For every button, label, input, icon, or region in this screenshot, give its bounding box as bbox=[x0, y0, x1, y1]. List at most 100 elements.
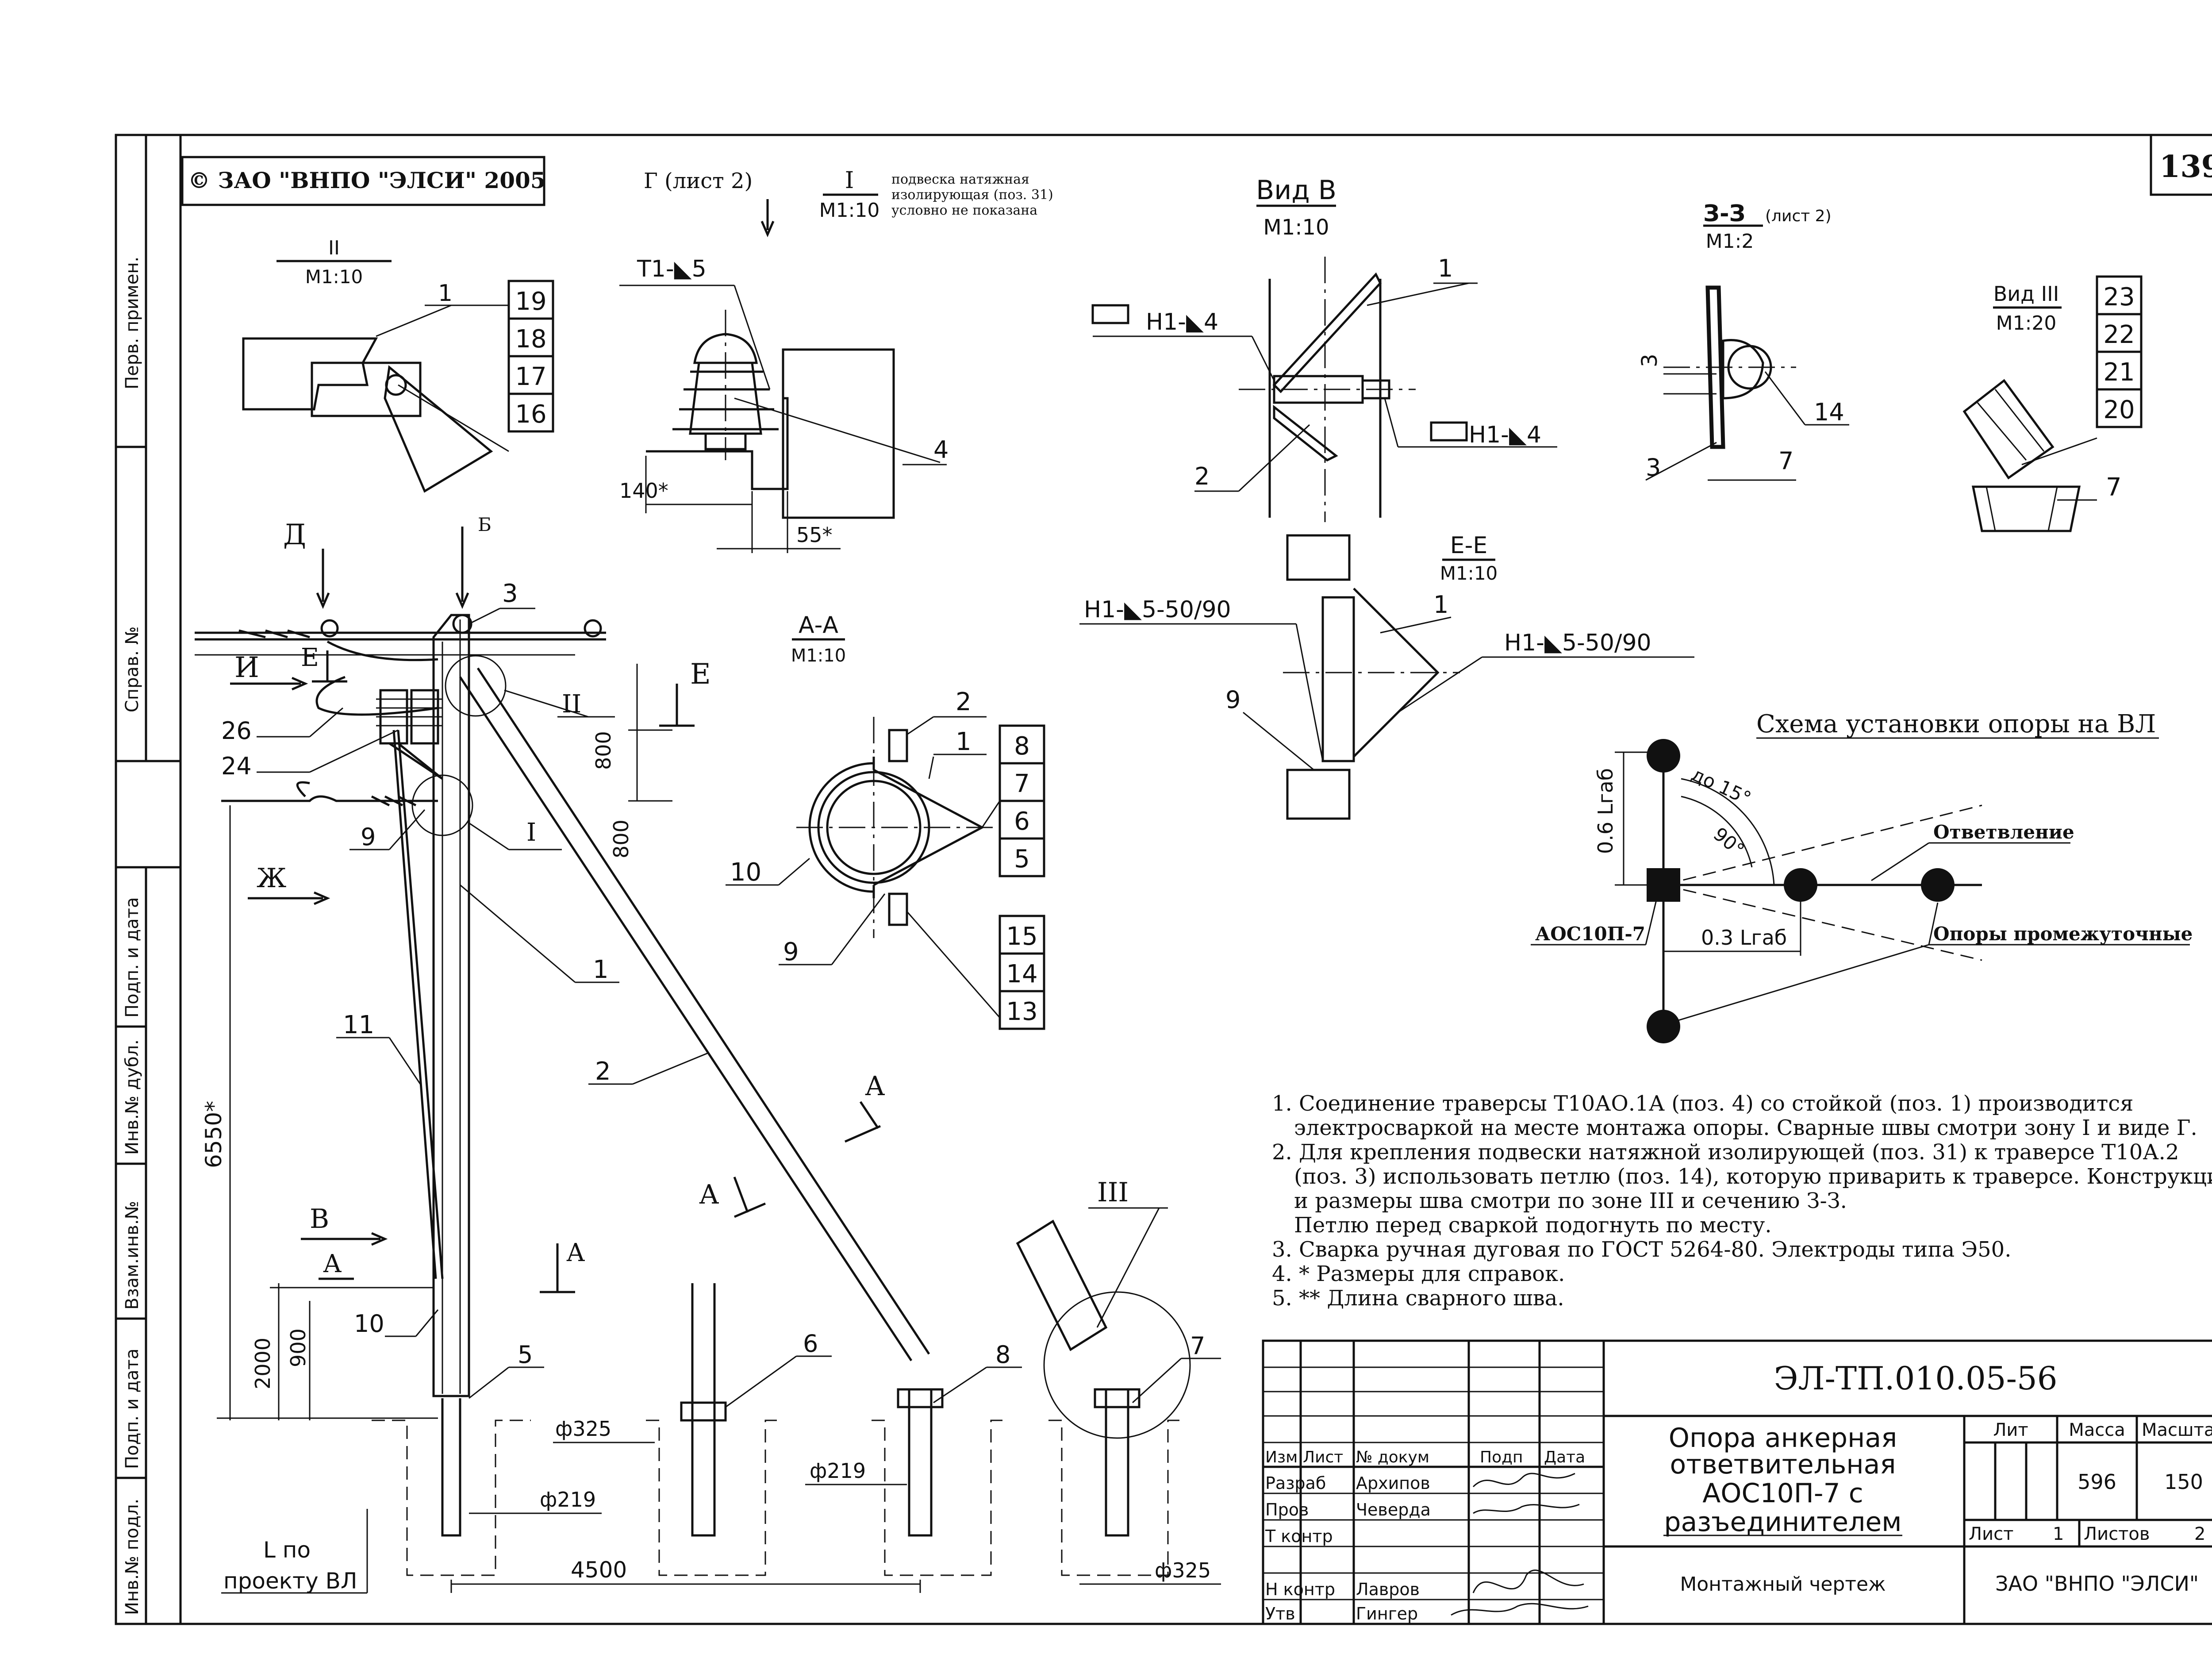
svg-text:А: А bbox=[865, 1071, 885, 1102]
scheme-pole-branch-1 bbox=[1784, 868, 1817, 902]
view-v-title: Вид В bbox=[1256, 175, 1336, 206]
svg-text:изолирующая (поз. 31): изолирующая (поз. 31) bbox=[891, 187, 1053, 203]
note-line-7: 3. Сварка ручная дуговая по ГОСТ 5264-80… bbox=[1272, 1237, 2011, 1262]
note-line-1: 1. Соединение траверсы Т10АО.1А (поз. 4)… bbox=[1272, 1091, 2133, 1116]
title-block: Изм Лист № докум Подп Дата Разраб Архипо… bbox=[1262, 1339, 2212, 1625]
view-iii: Вид III М1:20 23 22 21 20 7 bbox=[1962, 275, 2143, 532]
svg-text:18: 18 bbox=[515, 325, 546, 354]
svg-text:22: 22 bbox=[2103, 320, 2135, 349]
view-g-ref: Г (лист 2) bbox=[644, 169, 753, 193]
svg-text:24: 24 bbox=[221, 752, 252, 780]
svg-text:5: 5 bbox=[1014, 845, 1030, 873]
svg-text:III: III bbox=[1097, 1177, 1129, 1208]
sheets-value: 2 bbox=[2194, 1524, 2205, 1544]
view-v-weld-top: Н1-◣4 bbox=[1146, 309, 1218, 335]
mass-value: 596 bbox=[2078, 1470, 2116, 1494]
svg-text:Е: Е bbox=[690, 658, 711, 691]
scheme-intermediate-label: Опоры промежуточные bbox=[1933, 923, 2193, 945]
signature-arkhipov bbox=[1472, 1473, 1575, 1488]
sheet-frame bbox=[115, 134, 2212, 1625]
svg-text:15: 15 bbox=[1006, 922, 1037, 951]
svg-text:5: 5 bbox=[518, 1341, 533, 1369]
svg-text:Листов: Листов bbox=[2084, 1524, 2150, 1544]
svg-text:Б: Б bbox=[478, 514, 492, 535]
svg-text:2: 2 bbox=[956, 688, 972, 716]
view-iii-title: Вид III bbox=[1993, 282, 2059, 306]
scheme-pole-bottom bbox=[1647, 1010, 1680, 1043]
svg-text:10: 10 bbox=[730, 858, 761, 887]
svg-text:Архипов: Архипов bbox=[1356, 1473, 1430, 1493]
title-line-3: АОС10П-7 с bbox=[1702, 1478, 1863, 1509]
title-line-4: разъединителем bbox=[1664, 1507, 1901, 1538]
svg-text:3: 3 bbox=[502, 579, 518, 608]
scheme-angle-90: 90° bbox=[1709, 823, 1749, 861]
installation-scheme: Схема установки опоры на ВЛ до 15° 90° 0… bbox=[1531, 710, 2193, 1043]
page-number: 139 bbox=[2159, 149, 2212, 185]
view-iii-scale: М1:20 bbox=[1996, 312, 2057, 335]
svg-text:16: 16 bbox=[515, 400, 546, 429]
view-i-dim-55: 55* bbox=[796, 523, 833, 547]
svg-text:4500: 4500 bbox=[571, 1557, 627, 1583]
svg-text:Т контр: Т контр bbox=[1265, 1527, 1333, 1546]
svg-text:1: 1 bbox=[1438, 254, 1453, 282]
side-stamp-podp-data: Подп. и дата bbox=[122, 897, 142, 1018]
view-ii-scale: М1:10 bbox=[305, 266, 363, 288]
section-z-sheet: (лист 2) bbox=[1765, 207, 1832, 225]
svg-text:№ докум: № докум bbox=[1356, 1448, 1429, 1466]
svg-text:21: 21 bbox=[2103, 358, 2135, 387]
svg-text:условно не показана: условно не показана bbox=[891, 203, 1037, 218]
svg-text:Изм: Изм bbox=[1265, 1448, 1298, 1466]
svg-text:Подп: Подп bbox=[1480, 1448, 1523, 1466]
svg-text:Чеверда: Чеверда bbox=[1356, 1500, 1431, 1519]
svg-text:19: 19 bbox=[515, 287, 546, 316]
svg-text:Лавров: Лавров bbox=[1356, 1580, 1420, 1599]
sheet-value: 1 bbox=[2053, 1524, 2064, 1544]
note-line-4: (поз. 3) использовать петлю (поз. 14), к… bbox=[1294, 1164, 2212, 1189]
svg-text:3: 3 bbox=[1637, 354, 1662, 367]
section-z: З-З (лист 2) М1:2 3 14 3 7 bbox=[1637, 200, 1849, 481]
svg-text:17: 17 bbox=[515, 362, 546, 391]
svg-text:10: 10 bbox=[354, 1310, 384, 1338]
svg-text:Пров: Пров bbox=[1265, 1500, 1309, 1519]
svg-text:7: 7 bbox=[2106, 473, 2122, 502]
scheme-branch-label: Ответвление bbox=[1933, 821, 2074, 843]
svg-text:ф219: ф219 bbox=[810, 1459, 866, 1483]
svg-text:L по: L по bbox=[263, 1537, 311, 1563]
view-ii: II М1:10 1 19 18 17 16 bbox=[242, 237, 554, 493]
scheme-anchor-label: АОС10П-7 bbox=[1535, 923, 1645, 945]
side-stamp-sprav: Справ. № bbox=[122, 626, 142, 712]
svg-text:23: 23 bbox=[2103, 283, 2135, 312]
view-v-weld-bottom: Н1-◣4 bbox=[1469, 422, 1541, 448]
scheme-pole-top bbox=[1647, 739, 1680, 773]
side-stamp-perv-primen: Перв. примен. bbox=[122, 257, 142, 389]
note-line-8: 4. * Размеры для справок. bbox=[1272, 1262, 1565, 1286]
svg-text:6: 6 bbox=[1014, 807, 1030, 836]
view-v: Вид В М1:10 Н1-◣4 Н1-◣4 1 2 bbox=[1091, 175, 1557, 522]
side-stamp-inv-podl: Инв.№ подл. bbox=[122, 1499, 142, 1615]
svg-text:1: 1 bbox=[1433, 591, 1448, 619]
side-stamp-podp-data-2: Подп. и дата bbox=[122, 1349, 142, 1469]
svg-text:7: 7 bbox=[1778, 447, 1793, 475]
view-i-weld: Т1-◣5 bbox=[637, 256, 707, 282]
svg-text:6: 6 bbox=[803, 1330, 818, 1358]
svg-text:1: 1 bbox=[956, 727, 972, 756]
section-z-scale: М1:2 bbox=[1706, 230, 1754, 253]
organization: ЗАО "ВНПО "ЭЛСИ" bbox=[1995, 1572, 2199, 1596]
svg-text:9: 9 bbox=[361, 823, 376, 851]
view-i-scale: М1:10 bbox=[819, 199, 880, 222]
svg-text:2: 2 bbox=[595, 1057, 611, 1086]
svg-text:2000: 2000 bbox=[251, 1338, 275, 1389]
section-ee-weld-right: Н1-◣5-50/90 bbox=[1504, 630, 1651, 656]
section-aa: А-А М1:10 2 1 10 9 8 7 6 5 15 bbox=[726, 612, 1045, 1030]
svg-text:А: А bbox=[566, 1239, 585, 1267]
view-i: Г (лист 2) I М1:10 подвеска натяжная изо… bbox=[619, 167, 1053, 553]
svg-text:14: 14 bbox=[1006, 960, 1037, 989]
scheme-title: Схема установки опоры на ВЛ bbox=[1756, 710, 2156, 738]
section-ee-title: Е-Е bbox=[1450, 532, 1487, 559]
section-ee-scale: М1:10 bbox=[1440, 562, 1498, 584]
doc-code: ЭЛ-ТП.010.05-56 bbox=[1774, 1360, 2057, 1397]
svg-text:26: 26 bbox=[221, 717, 252, 745]
svg-text:9: 9 bbox=[1225, 686, 1240, 714]
svg-text:13: 13 bbox=[1006, 997, 1037, 1026]
